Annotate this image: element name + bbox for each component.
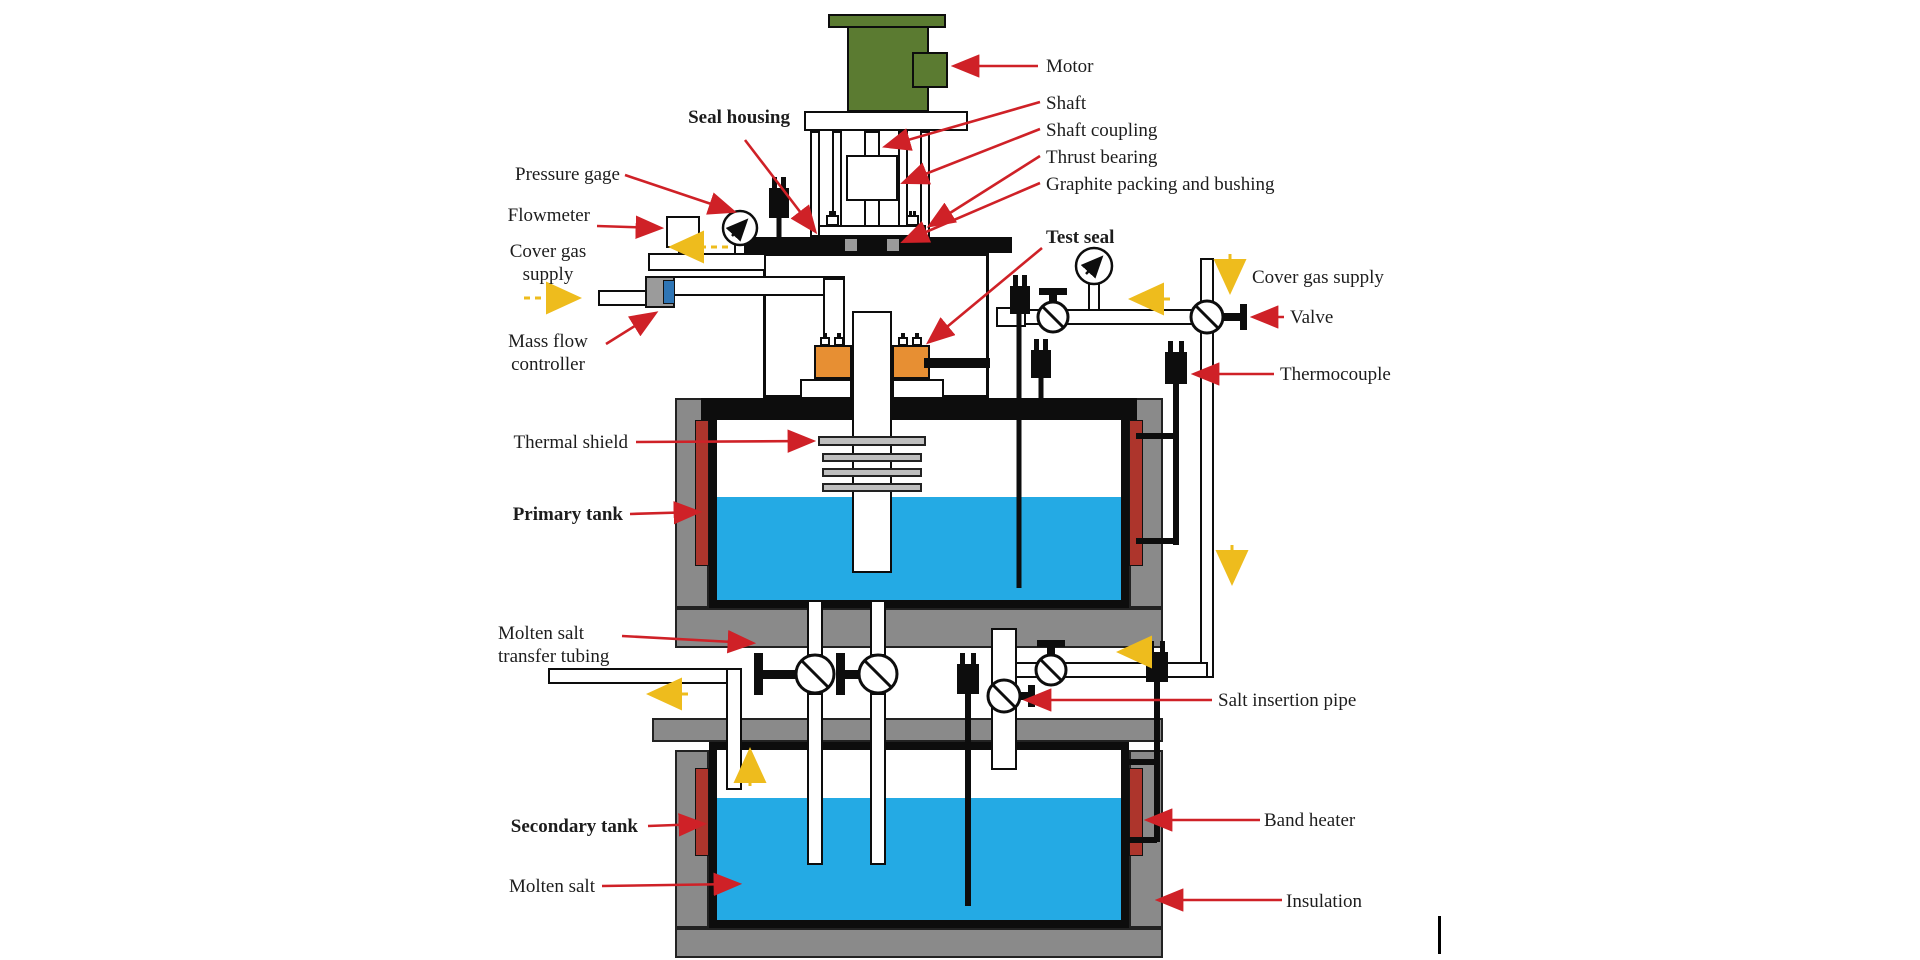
pressure-gage-icon <box>1074 246 1114 311</box>
label-molten-salt-transfer-tubing: Molten salt transfer tubing <box>498 623 610 667</box>
flowmeter-box <box>666 216 700 248</box>
label-mass-flow-controller: Mass flow controller <box>508 331 588 375</box>
primary-insulation-base <box>675 608 1163 648</box>
label-thermal-shield: Thermal shield <box>513 432 629 453</box>
label-flowmeter: Flowmeter <box>507 205 590 226</box>
seal-step <box>892 379 944 399</box>
thermocouple-plug-icon <box>1146 641 1168 682</box>
bolt-icon <box>898 333 908 346</box>
label-band-heater: Band heater <box>1264 810 1356 831</box>
salt-insertion-column <box>991 628 1017 770</box>
band-heater-strip <box>1129 768 1143 856</box>
label-primary-tank: Primary tank <box>512 504 623 525</box>
bolt-icon <box>912 333 922 346</box>
label-test-seal: Test seal <box>1046 227 1115 248</box>
thermocouple-plug-icon <box>1010 275 1030 314</box>
valve-icon <box>754 653 836 695</box>
label-pressure-gage: Pressure gage <box>515 164 620 185</box>
bolt-icon <box>826 211 839 226</box>
cover-gas-downpipe <box>1200 258 1214 678</box>
seal-housing-top-plate <box>744 237 1012 253</box>
label-valve: Valve <box>1290 307 1334 328</box>
motor-junction-box <box>912 52 948 88</box>
band-heater-strip <box>1129 420 1143 566</box>
thrust-bearing-plate <box>818 225 926 237</box>
band-heater-strip <box>695 768 709 856</box>
label-insulation: Insulation <box>1286 891 1362 912</box>
label-molten-salt: Molten salt <box>508 876 595 897</box>
label-seal-housing: Seal housing <box>688 107 790 128</box>
valve-icon <box>836 653 899 695</box>
thermal-shield-disc <box>818 436 926 446</box>
label-thrust-bearing: Thrust bearing <box>1046 147 1158 168</box>
secondary-insulation-base <box>675 928 1163 958</box>
transfer-tube-upper <box>870 600 886 656</box>
label-salt-insertion-pipe: Salt insertion pipe <box>1218 690 1357 711</box>
bolt-icon <box>906 211 919 226</box>
label-graphite-packing: Graphite packing and bushing <box>1046 174 1275 195</box>
shaft-coupling <box>846 155 898 201</box>
mass-flow-controller-port <box>663 280 675 304</box>
thermocouple-plug-icon <box>957 653 979 694</box>
gas-platform-upper <box>648 253 766 271</box>
graphite-packing-block <box>887 239 899 251</box>
cover-gas-channel <box>673 276 845 296</box>
label-thermocouple: Thermocouple <box>1280 364 1391 385</box>
cover-gas-inlet-tube <box>598 290 648 306</box>
transfer-tube-lower <box>870 693 886 865</box>
band-heater-strip <box>695 420 709 566</box>
label-cover-gas-supply-left: Cover gas supply <box>509 241 587 285</box>
label-secondary-tank: Secondary tank <box>510 816 638 837</box>
test-seal-right <box>892 345 930 379</box>
label-shaft-coupling: Shaft coupling <box>1046 120 1158 141</box>
support-leg <box>810 131 820 237</box>
primary-molten-salt <box>717 497 1121 600</box>
thermocouple-plug-icon <box>1165 341 1187 384</box>
text-cursor[interactable] <box>1438 916 1441 954</box>
label-motor: Motor <box>1046 56 1094 77</box>
flowmeter-stem <box>678 246 688 254</box>
gas-channel-right-upper <box>1024 309 1202 325</box>
bolt-icon <box>834 333 844 346</box>
thermal-shield-disc <box>822 453 922 462</box>
thermal-shield-disc <box>822 483 922 492</box>
vent-pipe-horizontal <box>548 668 742 684</box>
graphite-packing-block <box>845 239 857 251</box>
vent-pipe-vertical <box>726 668 742 790</box>
label-shaft: Shaft <box>1046 93 1087 114</box>
thermocouple-plug-icon <box>1031 339 1051 378</box>
bolt-icon <box>820 333 830 346</box>
secondary-molten-salt <box>717 798 1121 920</box>
primary-tank-lid <box>701 398 1137 420</box>
support-leg <box>920 131 930 237</box>
thermal-shield-disc <box>822 468 922 477</box>
thermocouple-plug-icon <box>769 177 789 218</box>
motor-mount-plate <box>804 111 968 131</box>
seal-step <box>800 379 852 399</box>
transfer-tube-lower <box>807 693 823 865</box>
label-cover-gas-supply-right: Cover gas supply <box>1252 267 1384 288</box>
transfer-tube-upper <box>807 600 823 656</box>
gas-channel-right-lower <box>1008 662 1208 678</box>
test-seal-left <box>814 345 852 379</box>
